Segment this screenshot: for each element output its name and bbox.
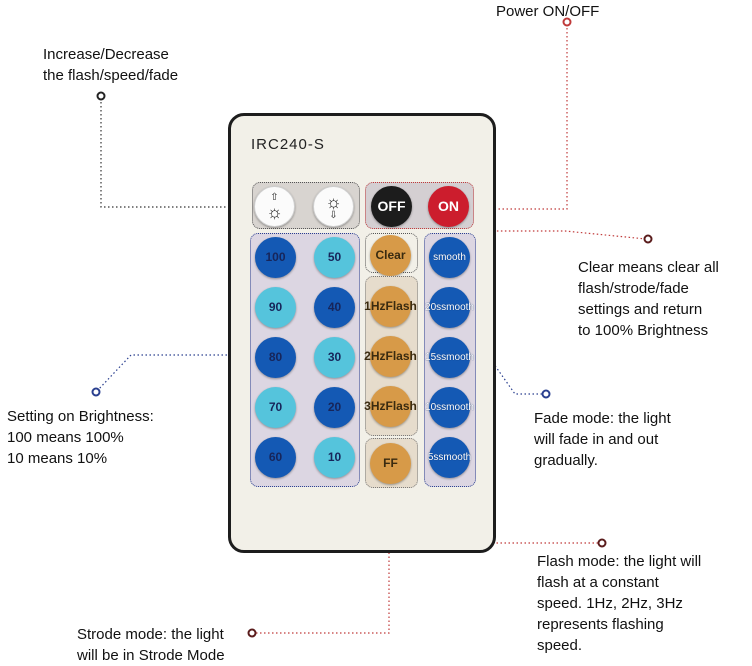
smooth-button-line1: 5s: [427, 452, 439, 463]
flash-button-label: Flash: [385, 349, 417, 363]
smooth-button-line2: smooth: [441, 302, 474, 313]
annotation-strobe: Strode mode: the light will be in Strode…: [77, 626, 225, 664]
flash-button-label: Flash: [385, 299, 417, 313]
sun-up-icon: ⇧☼: [266, 191, 283, 222]
brightness-70-button[interactable]: 70: [255, 387, 296, 428]
model-label: IRC240-S: [251, 136, 325, 153]
leader-dot-fade: [541, 389, 551, 399]
flash-button-rate: 1Hz: [364, 299, 386, 313]
annotation-clear: Clear means clear all flash/strode/fade …: [578, 259, 719, 339]
brightness-80-button[interactable]: 80: [255, 337, 296, 378]
leader-dot-strobe: [247, 628, 257, 638]
leader-dot-increase-decrease: [96, 91, 106, 101]
flash-button-label: Flash: [385, 399, 417, 413]
smooth-button-line1: 15s: [425, 352, 442, 363]
leader-dot-brightness: [91, 387, 101, 397]
smooth-button-line1: 10s: [425, 402, 442, 413]
smooth-button-line2: smooth: [441, 402, 474, 413]
brightness-50-button[interactable]: 50: [314, 237, 355, 278]
remote-control: IRC240-S ⇧☼ ☼⇩ OFF ON Clear FF 100 50 90 40…: [228, 113, 496, 553]
flash-button-rate: 3Hz: [364, 399, 386, 413]
brightness-up-button[interactable]: ⇧☼: [254, 186, 295, 227]
brightness-30-button[interactable]: 30: [314, 337, 355, 378]
brightness-100-button[interactable]: 100: [255, 237, 296, 278]
annotation-fade: Fade mode: the light will fade in and ou…: [534, 410, 671, 469]
brightness-10-button[interactable]: 10: [314, 437, 355, 478]
smooth-button-line2: smooth: [441, 352, 474, 363]
annotation-power: Power ON/OFF: [496, 3, 600, 20]
smooth-button-line1: 20s: [425, 302, 442, 313]
leader-dot-flash: [597, 538, 607, 548]
brightness-60-button[interactable]: 60: [255, 437, 296, 478]
brightness-40-button[interactable]: 40: [314, 287, 355, 328]
smooth-button-line1: smooth: [433, 252, 466, 263]
annotation-brightness: Setting on Brightness: 100 means 100% 10…: [7, 408, 154, 467]
brightness-20-button[interactable]: 20: [314, 387, 355, 428]
leader-power: [484, 24, 568, 210]
remote-bottom-edge: [306, 550, 416, 553]
smooth-button-line2: smooth: [438, 452, 472, 463]
sun-down-icon: ☼⇩: [325, 191, 342, 221]
flash-button-rate: 2Hz: [364, 349, 386, 363]
annotation-flash: Flash mode: the light will flash at a co…: [537, 553, 702, 654]
brightness-down-button[interactable]: ☼⇩: [313, 186, 354, 227]
brightness-90-button[interactable]: 90: [255, 287, 296, 328]
leader-dot-clear: [643, 234, 653, 244]
smooth-button-1[interactable]: smooth: [429, 237, 470, 278]
power-on-button[interactable]: ON: [428, 186, 469, 227]
annotation-increase-decrease: Increase/Decrease the flash/speed/fade: [43, 46, 179, 84]
strobe-ff-button[interactable]: FF: [370, 443, 411, 484]
power-off-button[interactable]: OFF: [371, 186, 412, 227]
clear-button[interactable]: Clear: [370, 235, 411, 276]
